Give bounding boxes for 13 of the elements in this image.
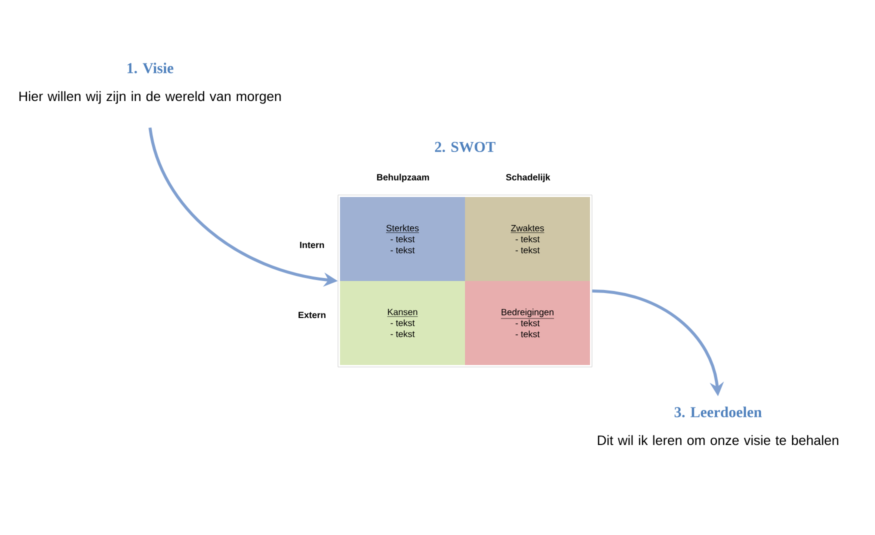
- heading: 1. Visie: [128, 62, 174, 74]
- description: Dit wil ik leren om onze visie te behalen: [598, 435, 838, 446]
- row-label: Extern: [298, 312, 326, 318]
- heading: 3. Leerdoelen: [674, 406, 762, 418]
- swot-cell: Bedreigingen - tekst - tekst: [465, 281, 590, 365]
- swot-cell: Kansen - tekst - tekst: [340, 281, 465, 365]
- swot-cell: Sterktes - tekst - tekst: [340, 197, 465, 281]
- swot-cell: Zwaktes - tekst - tekst: [465, 197, 590, 281]
- heading: 2. SWOT: [435, 142, 496, 152]
- column-label: Schadelijk: [506, 174, 550, 182]
- row-label: Intern: [300, 242, 324, 248]
- column-label: Behulpzaam: [377, 174, 429, 182]
- description: Hier willen wij zijn in de wereld van morgen: [19, 91, 281, 104]
